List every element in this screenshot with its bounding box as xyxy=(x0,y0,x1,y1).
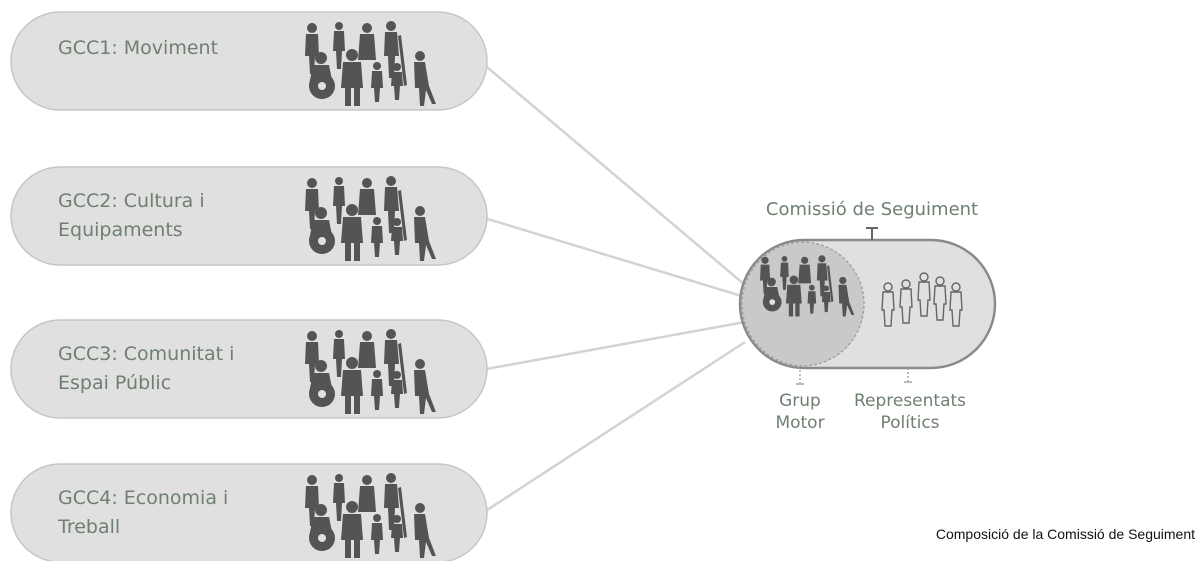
group-label-line: GCC3: Comunitat i xyxy=(58,343,235,365)
connector-gcc3 xyxy=(480,320,746,372)
grup-motor-area xyxy=(741,241,865,367)
committee-node xyxy=(738,227,997,385)
connector-gcc1 xyxy=(480,61,746,286)
group-label-gcc4: GCC4: Economia i Treball xyxy=(58,484,298,542)
committee-title: Comissió de Seguiment xyxy=(765,199,979,220)
group-label-gcc3: GCC3: Comunitat i Espai Públic xyxy=(58,340,298,398)
group-pills xyxy=(10,11,488,561)
connector-gcc2 xyxy=(480,215,746,299)
group-label-line: Espai Públic xyxy=(58,372,172,394)
group-label-line: GCC4: Economia i xyxy=(58,487,229,509)
figure-caption: Composició de la Comissió de Seguiment xyxy=(935,526,1195,542)
connector-gcc4 xyxy=(480,340,746,516)
group-label-line: GCC1: Moviment xyxy=(58,37,219,59)
group-label-gcc1: GCC1: Moviment xyxy=(58,34,298,63)
group-label-line: GCC2: Cultura i xyxy=(58,190,205,212)
group-label-line: Equipaments xyxy=(58,219,183,241)
group-label-gcc2: GCC2: Cultura i Equipaments xyxy=(58,187,298,245)
group-label-line: Treball xyxy=(58,516,121,538)
connector-lines xyxy=(480,61,746,516)
